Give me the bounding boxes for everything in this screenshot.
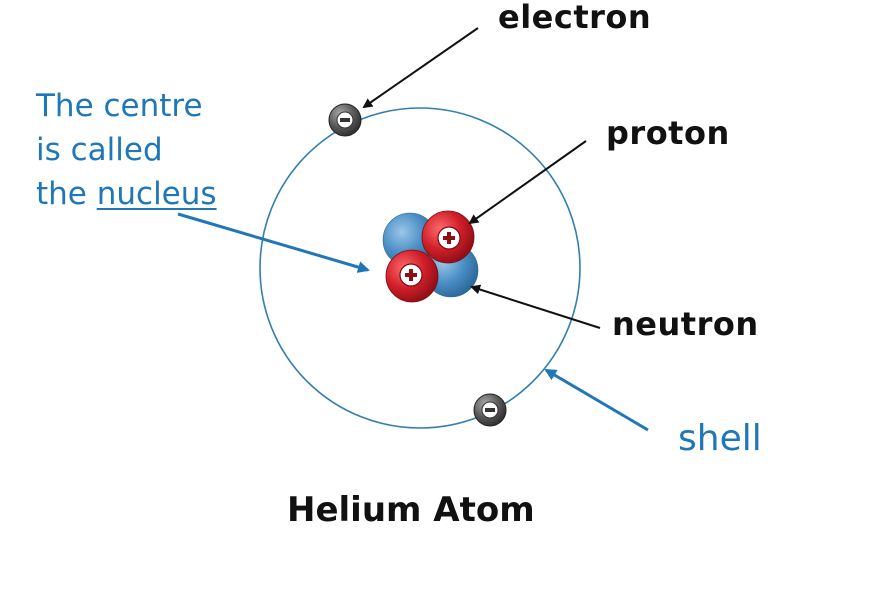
nucleus-note-prefix: the: [36, 176, 97, 212]
nucleus: [382, 210, 479, 303]
nucleus-annotation: The centre is called the nucleus: [36, 84, 217, 216]
neutron-arrow: [470, 284, 601, 329]
diagram-title: Helium Atom: [287, 490, 535, 530]
electron-label: electron: [498, 0, 652, 36]
nucleus-arrow: [177, 212, 370, 273]
nucleus-note-line1: The centre: [36, 88, 203, 124]
neutron-label: neutron: [612, 305, 759, 343]
shell-orbit: [259, 107, 581, 429]
electron-bottom: [473, 393, 507, 427]
nucleus-note-line3: the nucleus: [36, 172, 217, 216]
proton-upper: [421, 210, 475, 264]
proton-lower: [385, 249, 439, 303]
proton-label: proton: [606, 114, 730, 152]
nucleus-word: nucleus: [96, 176, 217, 212]
nucleus-note-line2: is called: [36, 132, 163, 168]
shell-arrow: [544, 368, 649, 432]
shell-label: shell: [678, 418, 762, 459]
electron-top: [328, 103, 362, 137]
electron-arrow: [362, 27, 479, 109]
proton-arrow: [468, 140, 587, 225]
